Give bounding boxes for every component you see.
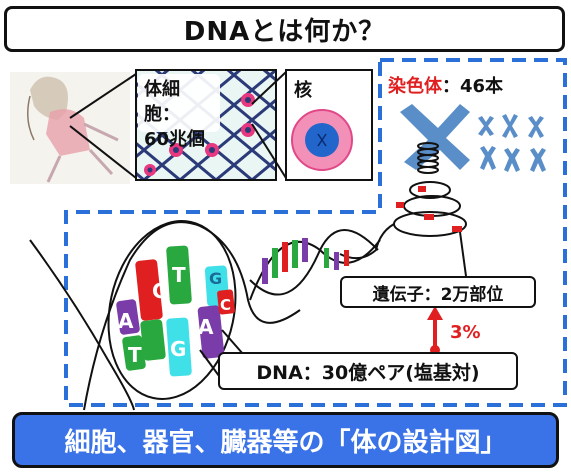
coil — [339, 181, 467, 260]
base-letter: G — [170, 337, 186, 361]
base-letter: T — [172, 263, 186, 287]
dashed-region — [64, 58, 567, 407]
gene-label: 遺伝子：2万部位 — [340, 276, 536, 308]
body-cells-line1: 体細胞： — [144, 79, 180, 125]
small-helix — [249, 229, 381, 301]
base-letter: A — [198, 315, 214, 339]
base-letter: T — [128, 343, 142, 367]
base-letter: G — [209, 269, 222, 288]
nucleus-label: 核 — [294, 80, 312, 101]
chromosome-panel — [382, 64, 560, 184]
gene-percent: 3% — [450, 322, 481, 343]
body-cells-line2: 60兆個 — [144, 129, 206, 150]
nucleus-panel — [285, 69, 373, 181]
chromosome-label-colored: 染色体 — [388, 76, 442, 97]
body-cells-label: 体細胞： 60兆個 — [138, 74, 220, 150]
footer-banner: 細胞、器官、臓器等の「体の設計図」 — [12, 412, 559, 468]
page-title: DNAとは何か？ — [4, 6, 565, 52]
base-letter: A — [118, 309, 134, 333]
base-pairs — [116, 245, 235, 377]
base-letter: C — [220, 296, 231, 314]
base-letter: C — [152, 279, 167, 303]
dna-label: DNA：30億ペア(塩基対) — [218, 352, 518, 390]
chromosome-label-count: ：46本 — [442, 76, 504, 97]
chromosome-label: 染色体：46本 — [388, 72, 503, 98]
